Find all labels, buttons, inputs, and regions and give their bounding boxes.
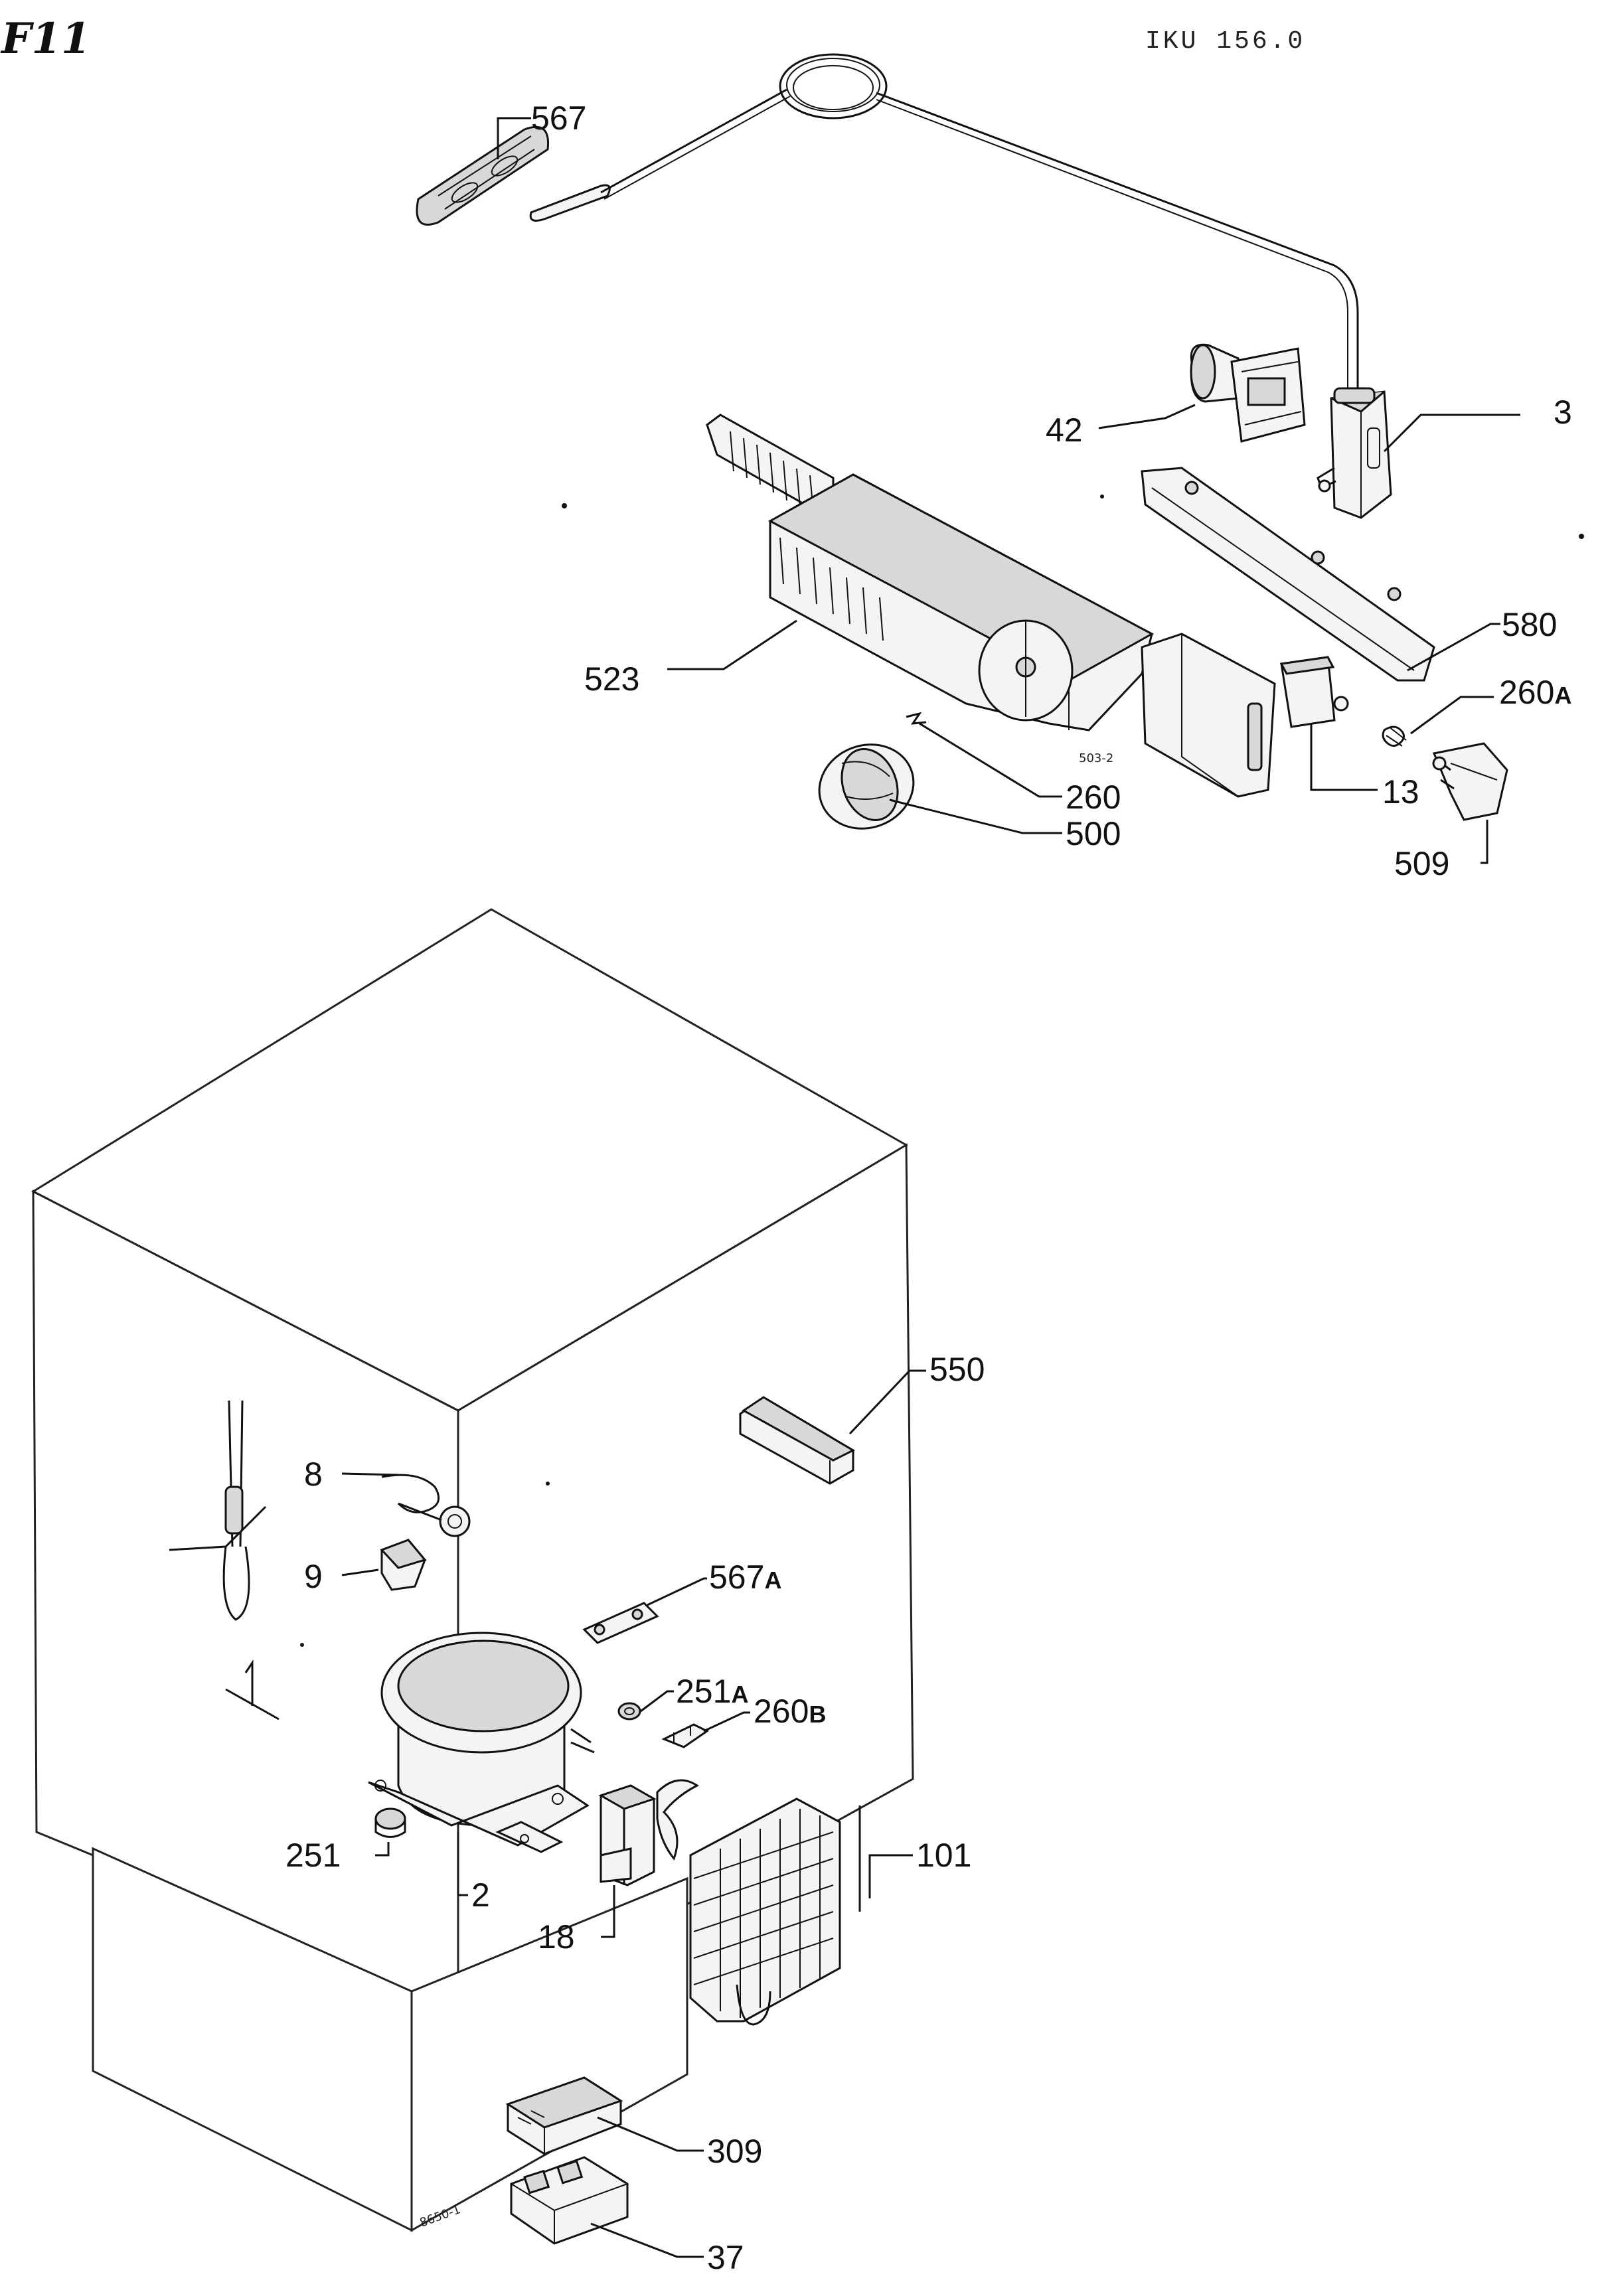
callout-42: 42: [1046, 412, 1083, 449]
callout-567A: 567A: [709, 1559, 781, 1596]
part-3-thermostat: [1317, 387, 1392, 519]
callout-13: 13: [1382, 773, 1419, 810]
callout-2: 2: [471, 1876, 490, 1914]
callout-8: 8: [304, 1456, 323, 1493]
callout-567A-number: 567: [709, 1559, 764, 1596]
callout-260A-number: 260: [1499, 674, 1554, 711]
part-8-wire: [381, 1474, 471, 1537]
callout-260A: 260A: [1499, 674, 1571, 711]
part-580-panel: [1141, 467, 1435, 682]
part-550-bracket: [739, 1396, 856, 1485]
callout-260: 260: [1066, 779, 1121, 816]
callout-251: 251: [285, 1837, 341, 1874]
part-37-relay-cover: [510, 2156, 629, 2245]
part-2-compressor: [368, 1632, 595, 1853]
left-bracket: [225, 1659, 280, 1721]
part-509-bracket: [1432, 742, 1508, 821]
part-567-sensor-clip: [416, 125, 611, 226]
callout-567A-suffix: A: [764, 1567, 781, 1594]
stray-dots: [300, 495, 1584, 1647]
callout-509: 509: [1394, 845, 1449, 882]
cover-plate: [1141, 633, 1276, 798]
callout-567: 567: [531, 100, 586, 137]
callout-309: 309: [707, 2133, 762, 2170]
callout-260A-suffix: A: [1554, 682, 1571, 709]
part-500-knob: [818, 743, 915, 830]
part-251-grommet: [374, 1807, 406, 1838]
callout-260B-suffix: B: [809, 1701, 826, 1728]
callout-550: 550: [929, 1351, 985, 1388]
callout-9: 9: [304, 1558, 323, 1595]
callout-251A-number: 251: [676, 1673, 731, 1710]
bottom-leader-lines: [341, 1369, 926, 2258]
callout-500: 500: [1066, 815, 1121, 852]
callout-260B: 260B: [754, 1693, 826, 1730]
callout-18: 18: [538, 1918, 575, 1955]
callout-251A: 251A: [676, 1673, 748, 1710]
part-260A-spring: [1382, 726, 1407, 747]
top-leader-lines: [497, 117, 1520, 864]
part-13-switch: [1279, 656, 1349, 728]
callout-3: 3: [1554, 394, 1572, 431]
sensor-cable: [169, 1400, 267, 1621]
capillary-tube: [600, 53, 1359, 392]
callout-37: 37: [707, 2239, 744, 2276]
drawing-mark-503: 503-2: [1079, 751, 1113, 765]
part-260-clip: [906, 712, 927, 725]
callout-580: 580: [1502, 606, 1557, 643]
part-18-fan-motor: [598, 1779, 699, 1886]
model-code: IKU 156.0: [1145, 27, 1305, 56]
callout-251A-suffix: A: [731, 1681, 748, 1708]
callout-260B-number: 260: [754, 1693, 809, 1730]
part-309-relay: [505, 2076, 623, 2155]
part-251A-washer: [617, 1702, 641, 1721]
part-523-control-housing: 503-2: [706, 414, 1155, 765]
sheet-stamp: F11: [0, 14, 91, 64]
part-9-terminal-cover: [380, 1539, 427, 1591]
callout-101: 101: [916, 1837, 971, 1874]
part-567A-strip: [582, 1602, 659, 1644]
callout-523: 523: [584, 660, 639, 698]
part-101-condenser: [689, 1798, 861, 2026]
part-260B-clip: [661, 1723, 709, 1748]
part-42-lamp-holder: [1190, 343, 1306, 443]
